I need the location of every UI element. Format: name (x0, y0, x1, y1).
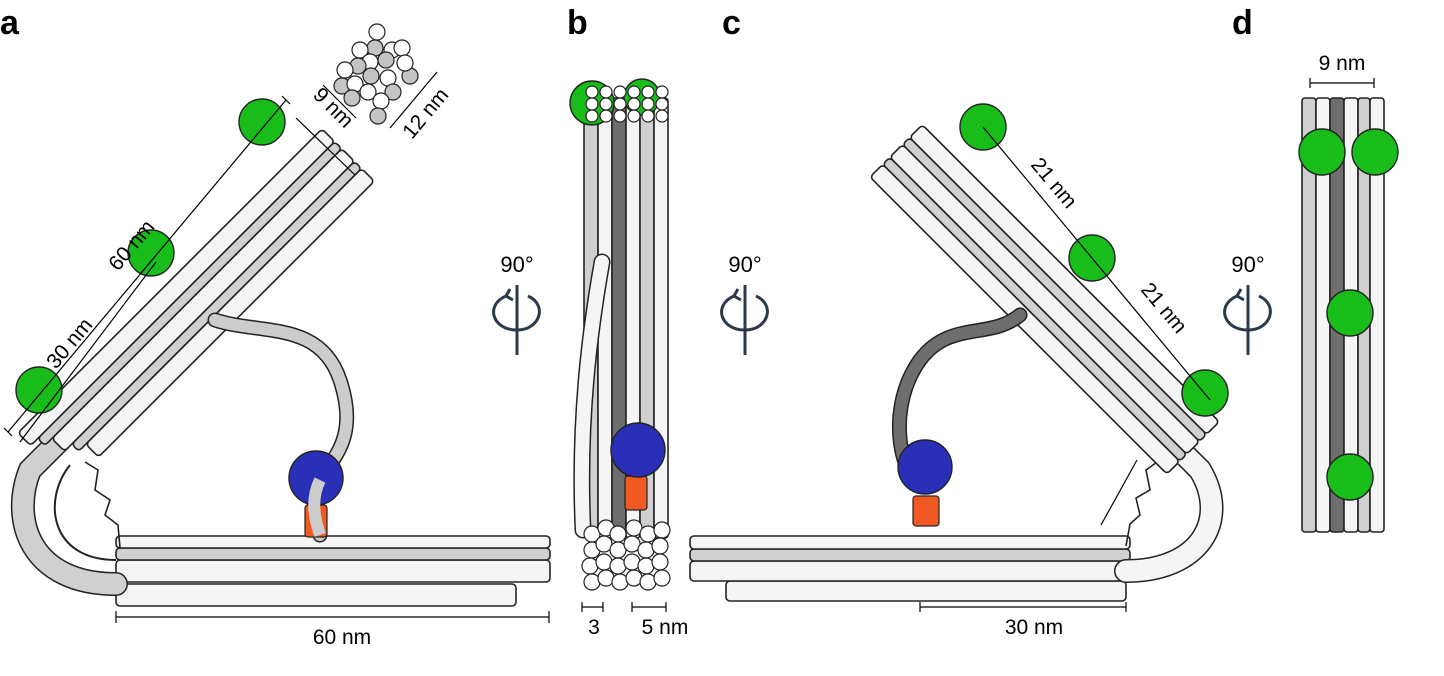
fluorophore-dot (15, 366, 63, 414)
anchor-block (624, 475, 648, 511)
tether-strand (893, 309, 1026, 471)
panel-b-bottom-cross-section (581, 519, 671, 591)
panel-c: c (689, 4, 1229, 639)
array-width-label: 12 nm (398, 84, 453, 144)
panel-a-dimensions (3, 71, 550, 623)
base-rod (115, 559, 551, 583)
rotation-label: 90° (1231, 252, 1264, 277)
panel-d-dimensions (1309, 78, 1375, 88)
base-rod (115, 547, 551, 561)
bundle-width-label: 9 nm (1319, 52, 1366, 75)
panel-a-cross-section (333, 23, 419, 125)
panel-c-base-rods (689, 535, 1131, 602)
rotation-marker-1: 90° (492, 252, 541, 355)
rotate-icon (1223, 285, 1272, 355)
arm-rod (72, 162, 361, 451)
base-length-label: 60 nm (313, 626, 371, 649)
arm-rod (18, 129, 334, 445)
panel-a-hinge (11, 428, 128, 596)
fluorophore-dot (238, 98, 286, 146)
panel-a: a (0, 4, 551, 649)
fluorophore-dot (623, 78, 661, 116)
fluorophore-dot (1326, 289, 1374, 337)
panel-b-top-cross-section (585, 85, 669, 123)
rotation-marker-3: 90° (1223, 252, 1272, 355)
base-rod (115, 583, 517, 607)
panel-c-hinge (1114, 418, 1224, 583)
motor-protein (897, 439, 953, 495)
base-half-length-label: 30 nm (1005, 616, 1063, 639)
anchor-block (912, 495, 940, 527)
rotation-label: 90° (728, 252, 761, 277)
panel-c-letter: c (722, 4, 741, 42)
side-tether (574, 255, 609, 537)
panel-a-letter: a (0, 4, 20, 42)
arm-rod (38, 142, 341, 445)
panel-b-letter: b (567, 4, 588, 42)
fluorophore-dot (1351, 128, 1399, 176)
rotation-marker-2: 90° (720, 252, 769, 355)
arm-rod (86, 169, 374, 457)
rotation-label: 90° (500, 252, 533, 277)
dot-spacing-label-lower: 21 nm (1136, 278, 1191, 338)
arm-rod (52, 149, 354, 451)
panel-c-dimensions (919, 126, 1211, 612)
dot-spacing-label-upper: 21 nm (1026, 153, 1081, 213)
rotate-icon (492, 285, 541, 355)
panel-d-letter: d (1232, 4, 1253, 42)
panel-b: b (567, 4, 688, 639)
rotate-icon (720, 285, 769, 355)
helix-spacing-label: 5 nm (642, 616, 689, 639)
motor-protein (610, 422, 666, 478)
fluorophore-dot (127, 229, 175, 277)
panel-b-dimensions (581, 602, 667, 612)
fluorophore-dot (1298, 128, 1346, 176)
base-rod (115, 535, 551, 549)
panel-d: d 9 nm (1232, 4, 1399, 533)
panel-a-base-rods (115, 535, 551, 607)
helix-diameter-label: 3 (588, 616, 600, 639)
fluorophore-dot (1181, 369, 1229, 417)
panel-a-arm (18, 129, 374, 457)
fluorophore-dot (1326, 453, 1374, 501)
